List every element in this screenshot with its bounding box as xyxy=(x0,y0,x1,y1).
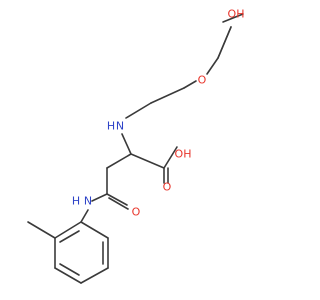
amine-hydrogen-label: H xyxy=(107,120,115,133)
ring-bond-4 xyxy=(54,267,82,284)
hydroxyl-oxygen-label: OH xyxy=(228,8,245,21)
bond-c3-c4 xyxy=(150,87,185,104)
bond-oether-c3 xyxy=(183,80,197,89)
bond-n-calpha xyxy=(121,133,132,155)
bond-carboxyl-oh xyxy=(163,146,178,169)
bond-c4-n xyxy=(125,102,152,119)
bond-ring-methyl xyxy=(27,221,56,239)
atom-labels: OH O N H OH O O N H xyxy=(72,8,245,219)
bond-c2-oether xyxy=(206,57,219,75)
acid-carbonyl-oxygen-label: O xyxy=(163,181,172,194)
amide-oxygen-label: O xyxy=(132,206,141,219)
ring-double-3 xyxy=(59,263,80,276)
structure-diagram: OH O N H OH O O N H xyxy=(27,8,245,284)
bond-camide-n xyxy=(91,193,108,202)
ring-double-2 xyxy=(59,230,80,243)
bond-camide-o xyxy=(106,193,128,206)
bond-namide-ring xyxy=(80,209,89,223)
bond-c2-c3 xyxy=(217,26,232,59)
amide-nitrogen-label: N xyxy=(84,195,92,208)
ring-bond-1 xyxy=(80,221,109,239)
ether-oxygen-label: O xyxy=(198,74,207,87)
bonds xyxy=(27,13,244,284)
acid-hydroxyl-label: OH xyxy=(175,148,192,161)
amine-nitrogen-label: N xyxy=(116,120,124,133)
bond-camide-o-double xyxy=(108,197,129,210)
bond-calpha-cbeta xyxy=(106,153,132,169)
bond-calpha-ccarboxyl xyxy=(130,153,165,169)
ring-bond-6 xyxy=(54,221,82,239)
ring-bond-3 xyxy=(80,267,109,284)
amide-hydrogen-label: H xyxy=(72,195,80,208)
bond-oh-c1 xyxy=(222,13,244,23)
